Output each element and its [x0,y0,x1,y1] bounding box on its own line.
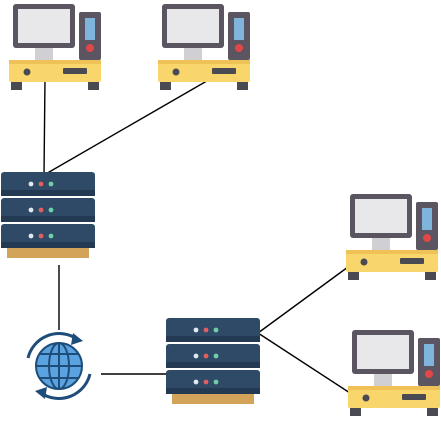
link-server-right-computer-right-lower [257,332,351,394]
desktop-computer-icon [346,194,438,280]
link-computer-top-right-server-left [43,77,213,176]
desktop-computer-icon [348,330,440,416]
connection-lines [43,77,351,394]
desktop-computer-icon [9,4,101,90]
desktop-computer-icon [158,4,250,90]
server-rack-icon [166,318,260,404]
link-server-right-computer-right-upper [257,266,349,334]
server-rack-icon [1,172,95,258]
link-computer-top-left-server-left [43,77,46,176]
globe-sync-icon [26,332,92,400]
